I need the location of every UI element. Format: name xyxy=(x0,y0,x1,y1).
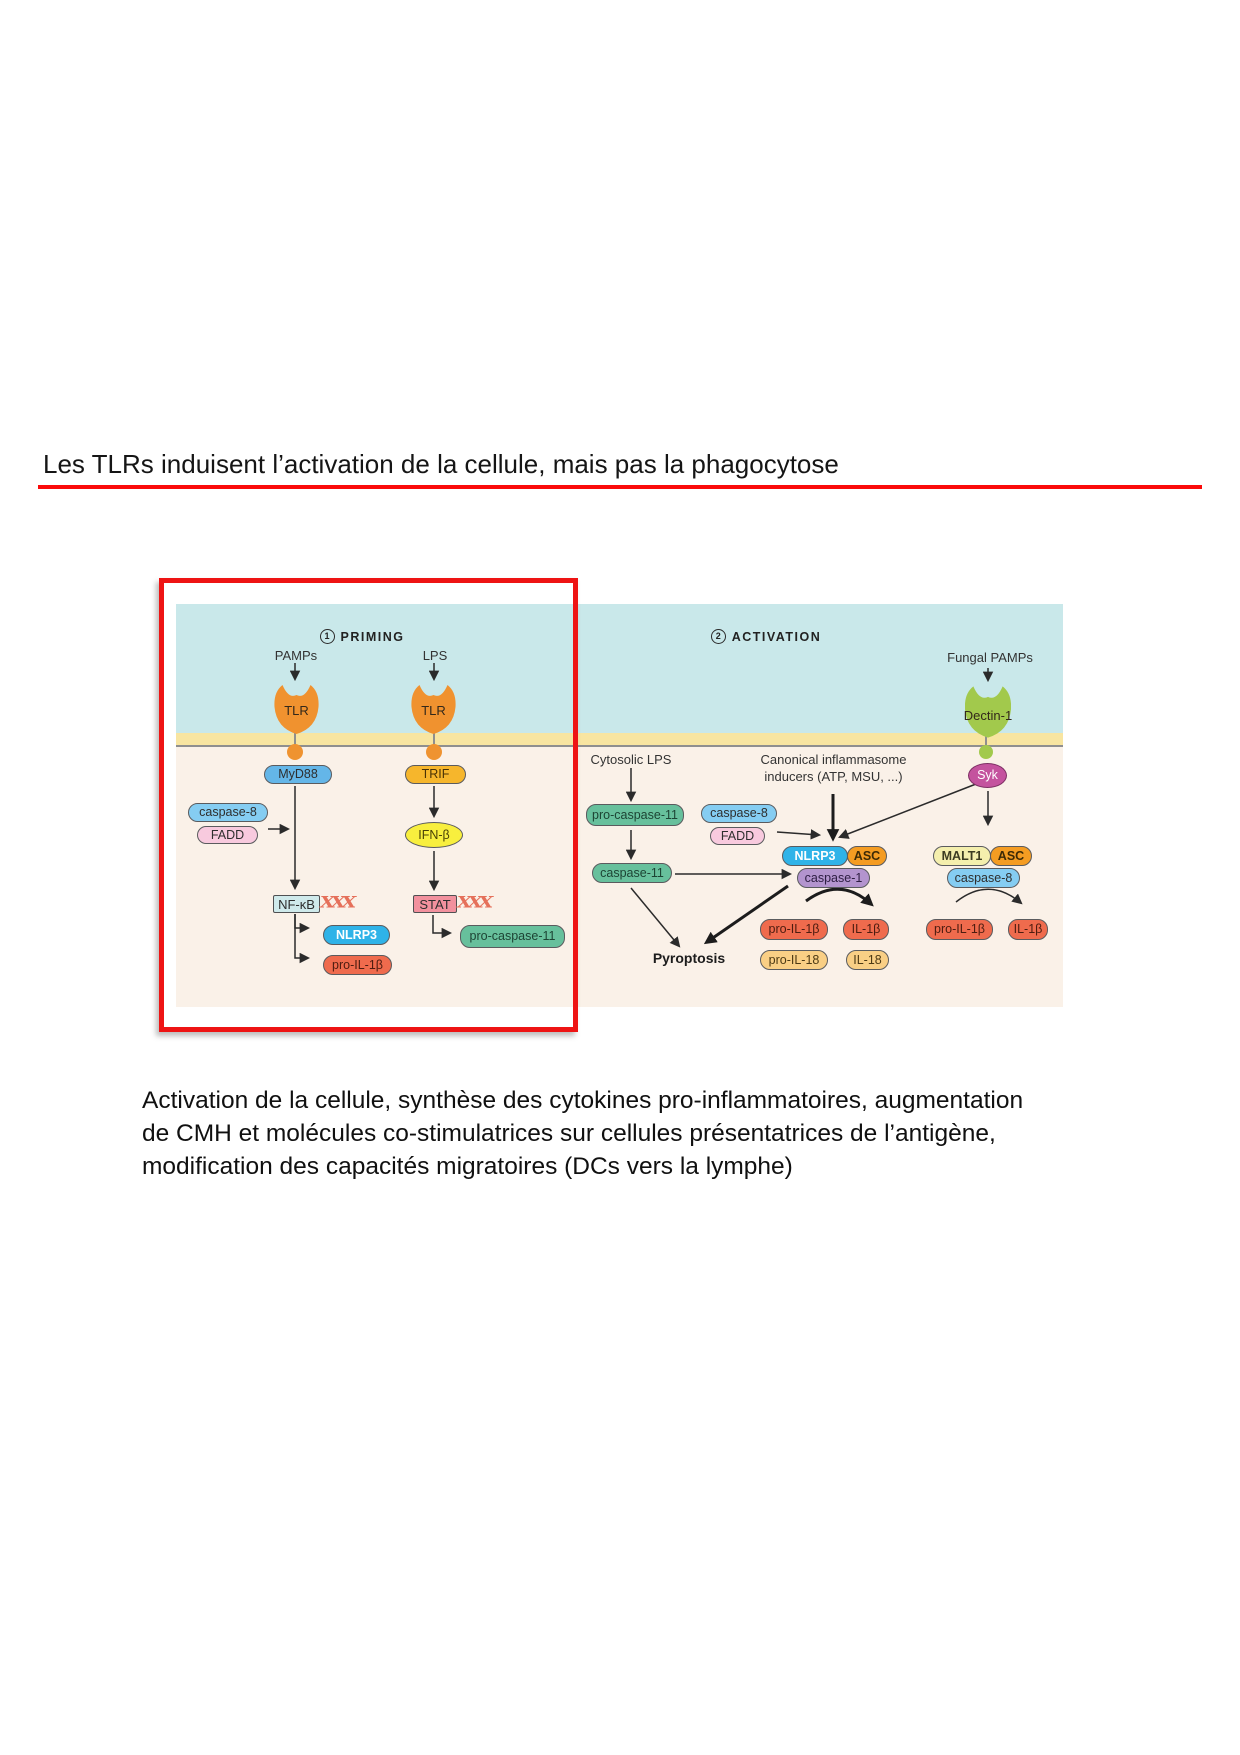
canonical-inducers-label: Canonical inflammasome inducers (ATP, MS… xyxy=(736,751,931,785)
priming-number: 1 xyxy=(319,629,335,644)
priming-highlight-box xyxy=(159,578,578,1032)
dna-helix-icon: XXX xyxy=(320,893,356,912)
title-underline xyxy=(38,485,1202,489)
node-il18: IL-18 xyxy=(846,950,889,970)
activation-number: 2 xyxy=(710,629,726,644)
node-caspase1: caspase-1 xyxy=(797,868,870,888)
priming-header: 1 PRIMING xyxy=(294,629,430,644)
caption-line-3: modification des capacités migratoires (… xyxy=(142,1153,793,1180)
inflammasome-figure: 1 PRIMING 2 ACTIVATION PAMPs LPS Fungal … xyxy=(176,604,1063,1007)
caption-line-2: de CMH et molécules co-stimulatrices sur… xyxy=(142,1120,996,1147)
myd88-adaptor-dot xyxy=(287,744,303,760)
node-myd88: MyD88 xyxy=(264,765,332,784)
node-caspase11: caspase-11 xyxy=(592,863,672,883)
dectin1-stem xyxy=(985,730,987,746)
extracellular-region xyxy=(176,604,1063,733)
caption-text: Activation de la cellule, synthèse des c… xyxy=(142,1084,1023,1183)
node-il1b-dectin: IL-1β xyxy=(1008,919,1048,940)
node-pro-il1b: pro-IL-1β xyxy=(760,919,828,940)
dectin-adaptor-dot xyxy=(979,745,993,759)
node-il1b: IL-1β xyxy=(843,919,889,940)
node-pro-il18: pro-IL-18 xyxy=(760,950,828,970)
node-pro-caspase11: pro-caspase-11 xyxy=(586,804,684,826)
node-trif: TRIF xyxy=(405,765,466,784)
tlr-receptor-icon xyxy=(274,685,319,734)
node-stat: STAT xyxy=(413,895,457,913)
cell-membrane xyxy=(176,733,1063,747)
fungal-pamps-label: Fungal PAMPs xyxy=(947,650,1033,665)
lps-label: LPS xyxy=(422,648,448,663)
dna-helix-icon: XXX xyxy=(457,893,493,912)
node-fadd: FADD xyxy=(710,827,765,845)
priming-header-label: PRIMING xyxy=(340,629,405,644)
caption-line-1: Activation de la cellule, synthèse des c… xyxy=(142,1087,1024,1114)
pamps-label: PAMPs xyxy=(274,648,318,663)
node-nlrp3-priming: NLRP3 xyxy=(323,925,390,945)
tlr-right-label: TLR xyxy=(421,703,446,718)
pyroptosis-label: Pyroptosis xyxy=(652,950,726,966)
tlr-receptor-icon xyxy=(411,685,456,734)
trif-adaptor-dot xyxy=(426,744,442,760)
cytosolic-lps-label: Cytosolic LPS xyxy=(590,752,672,767)
node-pro-il1b-priming: pro-IL-1β xyxy=(323,955,392,975)
node-nfkb: NF-κB xyxy=(273,895,320,913)
canonical-line1: Canonical inflammasome xyxy=(760,752,907,767)
node-malt1: MALT1 xyxy=(933,846,991,866)
tlr2-stem xyxy=(433,730,435,746)
node-asc: ASC xyxy=(847,846,887,866)
node-fadd-priming: FADD xyxy=(197,826,258,844)
node-caspase8-dectin: caspase-8 xyxy=(947,868,1020,888)
tlr-left-label: TLR xyxy=(284,703,309,718)
node-pro-il1b-dectin: pro-IL-1β xyxy=(926,919,993,940)
tlr1-stem xyxy=(294,730,296,746)
node-asc2: ASC xyxy=(990,846,1032,866)
activation-header: 2 ACTIVATION xyxy=(696,629,836,644)
pathway-arrows xyxy=(268,663,1023,964)
node-caspase8: caspase-8 xyxy=(701,804,777,823)
node-pro-caspase11-priming: pro-caspase-11 xyxy=(460,925,565,948)
page-title: Les TLRs induisent l’activation de la ce… xyxy=(43,449,839,479)
dectin1-label: Dectin-1 xyxy=(963,708,1013,723)
node-ifn-beta: IFN-β xyxy=(405,822,463,848)
dectin1-receptor-icon xyxy=(965,686,1011,738)
node-caspase8-priming: caspase-8 xyxy=(188,803,268,822)
node-nlrp3: NLRP3 xyxy=(782,846,848,866)
node-syk: Syk xyxy=(968,763,1007,788)
activation-header-label: ACTIVATION xyxy=(731,629,822,644)
canonical-line2: inducers (ATP, MSU, ...) xyxy=(764,769,903,784)
